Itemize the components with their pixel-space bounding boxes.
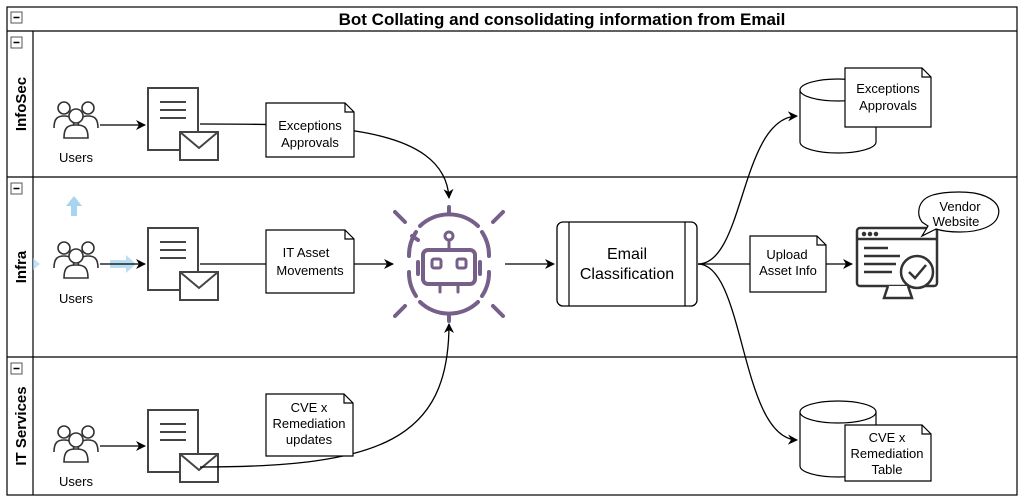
svg-text:Upload: Upload bbox=[766, 247, 807, 262]
lane-infosec: InfoSec bbox=[10, 36, 30, 131]
process-email-classification: Email Classification bbox=[556, 221, 698, 307]
note-it-asset-movements: IT Asset Movements bbox=[265, 229, 355, 294]
users-label: Users bbox=[59, 291, 93, 306]
svg-text:Remediation: Remediation bbox=[851, 446, 924, 461]
lane-collapse-button[interactable] bbox=[10, 36, 23, 49]
note-exceptions-approvals: Exceptions Approvals bbox=[265, 102, 355, 158]
users-icon bbox=[53, 425, 99, 463]
svg-text:Remediation: Remediation bbox=[273, 416, 346, 431]
vendor-website-callout: Vendor Website bbox=[918, 191, 1000, 238]
email-document-icon bbox=[147, 87, 219, 161]
email-document-icon bbox=[147, 409, 219, 483]
connector-to-cve-db bbox=[697, 263, 798, 445]
users-label: Users bbox=[59, 150, 93, 165]
vendor-website-monitor-icon bbox=[855, 226, 939, 300]
svg-text:Movements: Movements bbox=[276, 263, 344, 278]
email-document-icon bbox=[147, 227, 219, 301]
lane-label: Infra bbox=[13, 250, 30, 283]
svg-text:Table: Table bbox=[871, 462, 902, 477]
users-label: Users bbox=[59, 474, 93, 489]
connector-infosec-to-bot bbox=[199, 123, 454, 199]
svg-text:updates: updates bbox=[286, 432, 333, 447]
svg-text:Email: Email bbox=[607, 246, 647, 263]
lane-collapse-button[interactable] bbox=[10, 362, 23, 375]
lane-it-services: IT Services bbox=[10, 362, 30, 466]
svg-text:Classification: Classification bbox=[580, 266, 674, 283]
users-icon bbox=[53, 101, 99, 139]
pool-collapse-button[interactable] bbox=[10, 11, 23, 24]
svg-text:Approvals: Approvals bbox=[281, 135, 339, 150]
svg-text:IT Asset: IT Asset bbox=[283, 245, 330, 260]
lane-label: InfoSec bbox=[13, 77, 30, 131]
users-icon bbox=[53, 241, 99, 279]
database-exceptions-approvals: Exceptions Approvals bbox=[799, 67, 932, 154]
svg-text:Approvals: Approvals bbox=[859, 98, 917, 113]
lane-collapse-button[interactable] bbox=[10, 182, 23, 195]
diagram-title: Bot Collating and consolidating informat… bbox=[339, 10, 786, 29]
pool-frame bbox=[6, 6, 1018, 496]
svg-text:Vendor: Vendor bbox=[939, 199, 981, 214]
connector-itservices-to-bot bbox=[199, 323, 454, 468]
svg-text:Asset Info: Asset Info bbox=[759, 263, 817, 278]
bot-icon bbox=[393, 205, 505, 323]
database-cve-remediation: CVE x Remediation Table bbox=[799, 400, 932, 482]
svg-text:Exceptions: Exceptions bbox=[856, 81, 920, 96]
lane-infra: Infra bbox=[10, 182, 30, 283]
svg-text:Exceptions: Exceptions bbox=[278, 118, 342, 133]
note-upload-asset-info: Upload Asset Info bbox=[749, 235, 827, 293]
svg-text:CVE x: CVE x bbox=[291, 400, 328, 415]
svg-text:CVE x: CVE x bbox=[869, 430, 906, 445]
note-cve-remediation-updates: CVE x Remediation updates bbox=[265, 393, 354, 457]
connector-to-exceptions-db bbox=[697, 111, 798, 265]
lane-label: IT Services bbox=[13, 386, 30, 465]
svg-text:Website: Website bbox=[933, 214, 980, 229]
